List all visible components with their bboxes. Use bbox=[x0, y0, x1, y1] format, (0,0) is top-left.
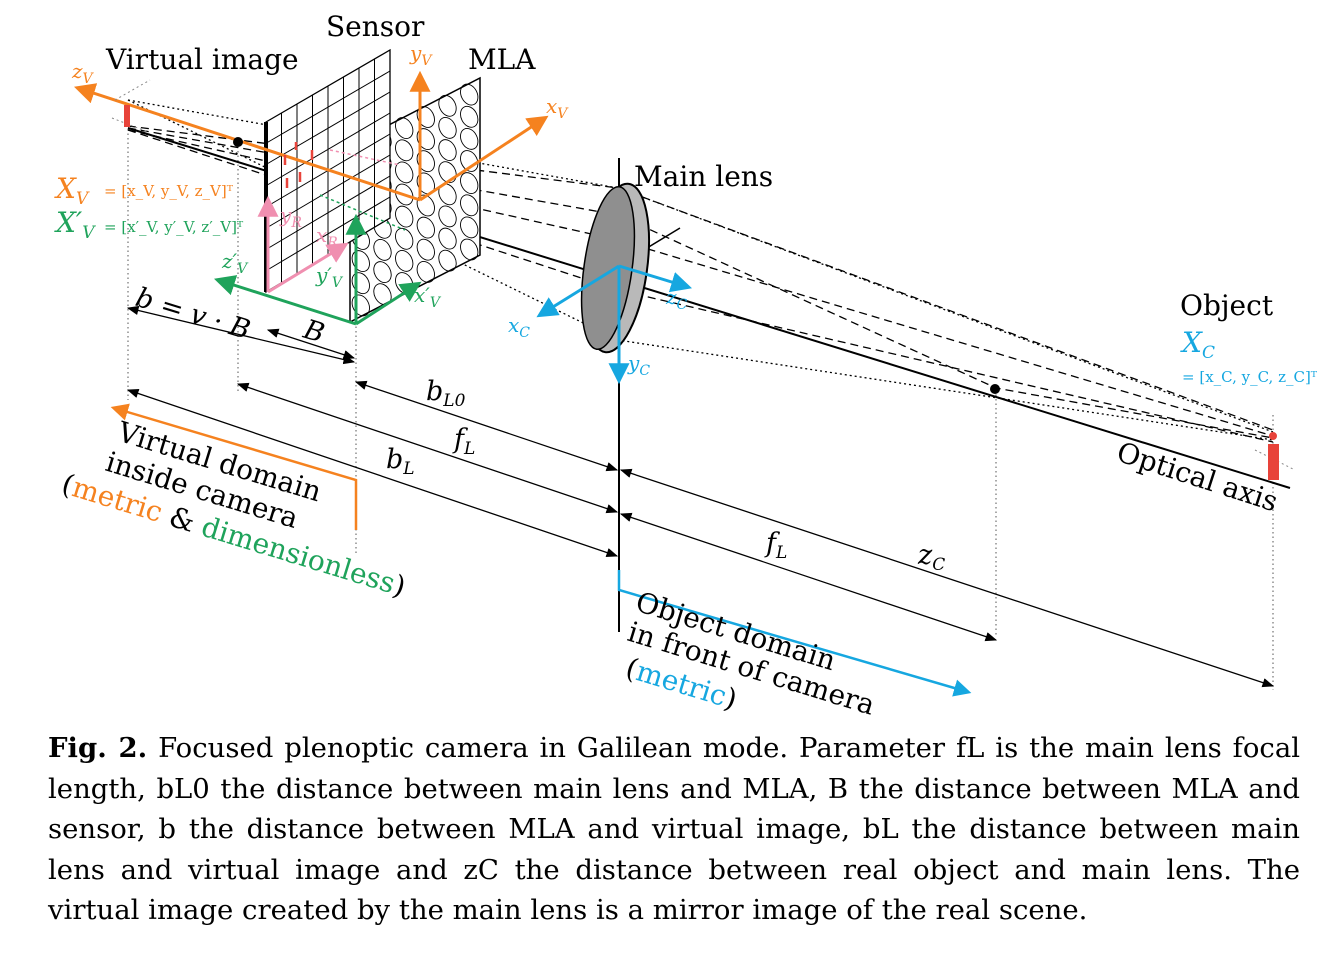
focal-point-virtual bbox=[233, 137, 243, 147]
label-z-C-dim: zC bbox=[917, 540, 945, 575]
label-X-V-def: = [x_V, y_V, z_V]ᵀ bbox=[104, 182, 234, 200]
label-b-L0: bL0 bbox=[426, 376, 466, 411]
figure-caption: Fig. 2. Focused plenoptic camera in Gali… bbox=[48, 728, 1300, 931]
label-X-V-prime-def: = [x′_V, y′_V, z′_V]ᵀ bbox=[104, 218, 244, 236]
plenoptic-camera-diagram: Sensor Virtual image MLA Main lens Objec… bbox=[54, 10, 1318, 720]
z-v-axis bbox=[74, 83, 421, 202]
focal-point-object bbox=[990, 384, 1000, 394]
caption-text: Focused plenoptic camera in Galilean mod… bbox=[48, 732, 1301, 926]
label-b-L: bL bbox=[386, 444, 415, 479]
x-v-axis bbox=[419, 115, 549, 202]
label-x-v: xV bbox=[546, 94, 569, 122]
label-X-V-prime: X′V bbox=[54, 206, 96, 243]
label-main-lens: Main lens bbox=[634, 160, 773, 193]
label-B: B bbox=[299, 314, 328, 350]
caption-label: Fig. 2. bbox=[48, 732, 148, 764]
label-virtual-image: Virtual image bbox=[105, 43, 299, 76]
label-y-v-prime: y′V bbox=[315, 263, 344, 291]
z-c-axis bbox=[618, 264, 693, 293]
label-y-r: yR bbox=[279, 203, 302, 231]
label-z-v-prime: z′V bbox=[221, 249, 249, 277]
label-z-v: zV bbox=[71, 59, 95, 87]
label-x-r: xR bbox=[316, 223, 338, 251]
x-r-axis bbox=[267, 242, 349, 294]
object-candle bbox=[1254, 432, 1296, 480]
label-X-C: XC bbox=[1180, 326, 1215, 363]
label-b-eq: b = v · B bbox=[132, 282, 254, 346]
label-sensor: Sensor bbox=[326, 10, 425, 43]
virtual-image-candle bbox=[111, 79, 151, 133]
object-domain-text: Object domain in front of camera (metric… bbox=[622, 585, 879, 720]
label-y-v: yV bbox=[409, 41, 433, 69]
label-X-C-def: = [x_C, y_C, z_C]ᵀ bbox=[1182, 368, 1318, 386]
sensor-red-marks bbox=[283, 142, 314, 188]
label-z-c-axis: zC bbox=[665, 285, 688, 313]
x-c-axis bbox=[536, 264, 620, 318]
virtual-domain-arrow bbox=[110, 403, 358, 530]
label-X-V: XV bbox=[54, 172, 90, 209]
label-y-c: yC bbox=[627, 351, 650, 379]
dimension-lines bbox=[126, 305, 1275, 688]
label-f-L-2: fL bbox=[764, 528, 787, 563]
label-f-L-1: fL bbox=[452, 424, 475, 459]
label-mla: MLA bbox=[468, 43, 536, 76]
object-domain-arrow bbox=[617, 570, 972, 697]
x-v-prime-axis bbox=[355, 281, 422, 326]
label-x-v-prime: x′V bbox=[414, 283, 442, 311]
label-x-c: xC bbox=[508, 313, 530, 341]
label-object: Object bbox=[1180, 289, 1274, 322]
